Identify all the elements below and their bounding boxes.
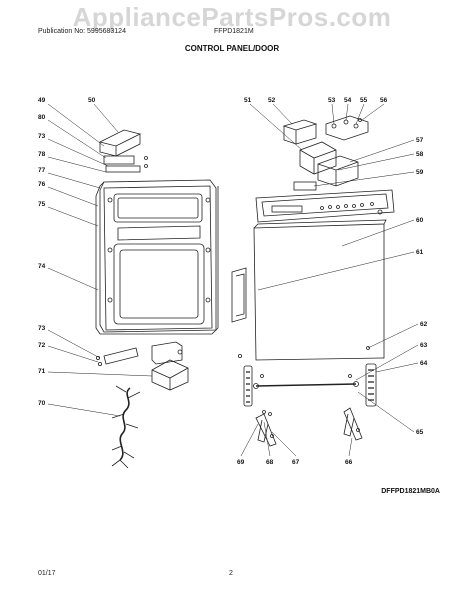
callout-labels: 49 50 80 73 78 77 76 75 74 73 72 71 70 5… (38, 97, 428, 466)
wire-harness (111, 385, 141, 469)
callout-57: 57 (416, 137, 424, 144)
callout-59: 59 (416, 169, 424, 176)
callout-68: 68 (266, 459, 274, 466)
callout-69: 69 (237, 459, 245, 466)
callout-77: 77 (38, 167, 46, 174)
user-interface-module (293, 155, 359, 191)
callout-63: 63 (420, 342, 428, 349)
callout-52: 52 (268, 97, 276, 104)
callout-51: 51 (244, 97, 252, 104)
callout-67: 67 (292, 459, 300, 466)
publication-number: Publication No: 5995683124 (38, 28, 126, 35)
door-springs (243, 346, 377, 407)
diagram-title: CONTROL PANEL/DOOR (184, 44, 280, 53)
callout-80: 80 (38, 114, 46, 121)
callout-50: 50 (88, 97, 96, 104)
diagram-code: DFFPD1821MB0A (381, 488, 440, 495)
callout-60: 60 (416, 217, 424, 224)
inner-door-panel (99, 179, 217, 333)
callout-58: 58 (416, 151, 424, 158)
callout-73-bottom: 73 (38, 325, 46, 332)
watermark: AppliancePartsPros.com (72, 2, 392, 32)
control-panel (255, 189, 395, 223)
callout-71: 71 (38, 368, 46, 375)
callout-75: 75 (38, 201, 46, 208)
leader-lines (47, 103, 419, 457)
callout-78: 78 (38, 151, 46, 158)
callout-55: 55 (360, 97, 368, 104)
detergent-dispenser (98, 129, 148, 173)
door-gasket (95, 181, 219, 335)
vent-parts (96, 341, 189, 391)
callout-54: 54 (344, 97, 352, 104)
outer-door-panel (253, 219, 387, 361)
callout-53: 53 (328, 97, 336, 104)
callout-73-top: 73 (38, 133, 46, 140)
model-number: FFPD1821M (214, 28, 254, 35)
footer-date: 01/17 (38, 570, 56, 577)
callout-61: 61 (416, 249, 424, 256)
callout-62: 62 (420, 321, 428, 328)
control-board-housing (282, 119, 337, 175)
callout-66: 66 (345, 459, 353, 466)
callout-49: 49 (38, 97, 46, 104)
hinge-arms (255, 407, 363, 447)
callout-64: 64 (420, 360, 428, 367)
callout-70: 70 (38, 400, 46, 407)
callout-76: 76 (38, 181, 46, 188)
door-handle (231, 267, 247, 323)
footer-page-number: 2 (229, 570, 233, 577)
callout-74: 74 (38, 263, 46, 270)
switch-assembly (325, 115, 369, 141)
callout-65: 65 (416, 429, 424, 436)
callout-56: 56 (380, 97, 388, 104)
callout-72: 72 (38, 342, 46, 349)
hinge-rod (237, 353, 359, 389)
